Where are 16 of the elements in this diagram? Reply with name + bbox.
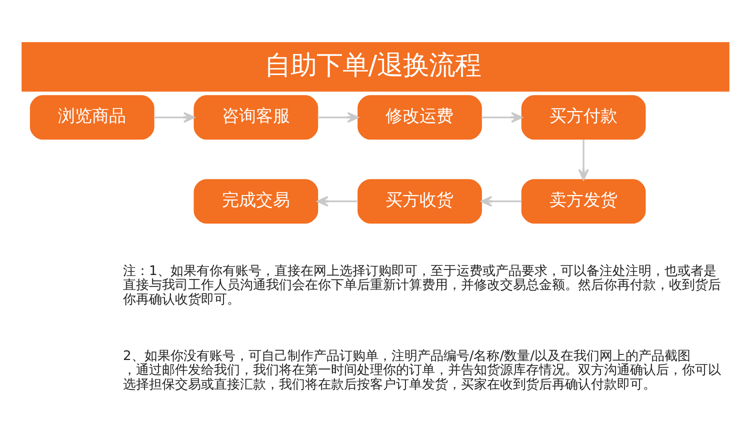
node-box: 卖方发货 [520,178,646,224]
label: 2、如果你没有账号，可自己制作产品订购单，注明产品编号/名称/数量/以及在我们网上的产品截图，通过邮件发给我们，我们将在第一时间处理你的订单，并告知货源库存情况。双方沟通确认后，你可以选择担保交易或直接汇款，我们将在款后按客户订单发货，买家在收到货后再确认付款即可。 [122,348,720,392]
node-box: 买方收货 [357,178,482,224]
node-box: 买方付款 [520,94,646,140]
arrow [578,139,588,180]
label: 注：1、如果有你有账号，直接在网上选择订购即可，至于运费或产品要求，可以备注处注明，也或者是直接与我司工作人员沟通我们会在你下单后重新计算费用，并修改交易总金额。然后你再付款，收到货后你再确认收货即可。 [122,264,720,307]
arrow [480,195,522,206]
arrow [316,195,358,206]
node-box: 浏览商品 [29,94,154,140]
diagram-title: 自助下单/退换流程 [264,50,481,80]
arrow [317,112,358,122]
node-box: 咨询客服 [193,94,318,140]
node-box: 修改运费 [357,94,482,140]
arrow [481,112,522,122]
node-box: 完成交易 [193,178,318,224]
arrow [153,112,194,122]
